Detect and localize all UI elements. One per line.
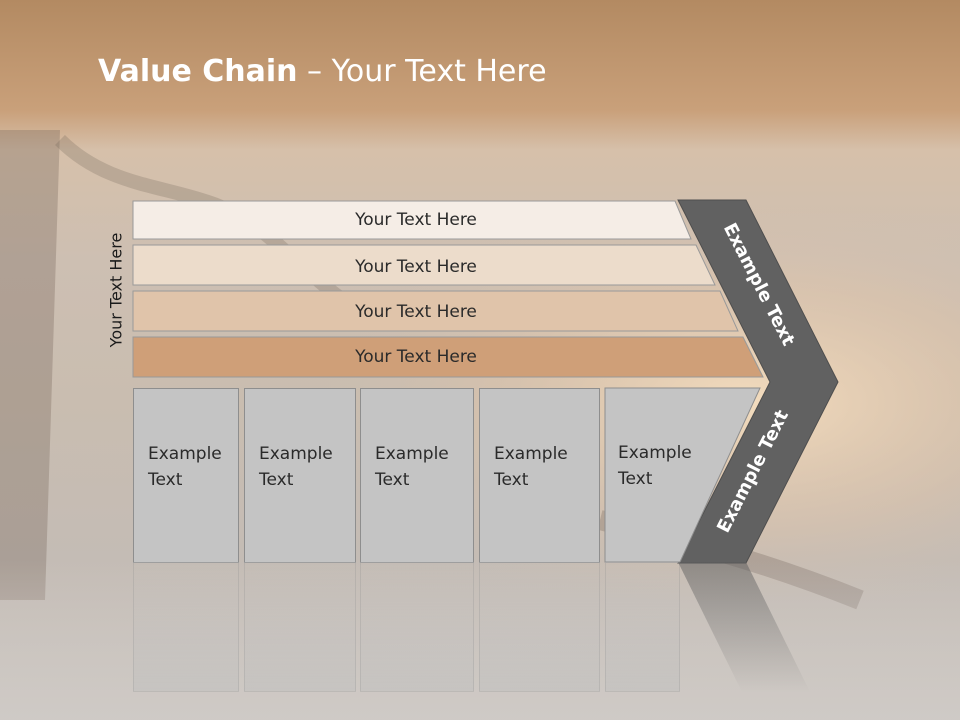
reflection-box-5 [605,562,680,692]
reflection-arrow [678,562,810,692]
row-label-4: Your Text Here [354,347,477,367]
reflection-box-4 [479,562,600,692]
reflection-box-1 [133,562,239,692]
row-band-4 [132,336,764,378]
title-bold: Value Chain [98,54,298,89]
row-band-3 [132,290,739,332]
title-rest: – Your Text Here [297,54,547,89]
row-label-1: Your Text Here [354,210,477,230]
reflection [0,562,960,720]
row-label-2: Your Text Here [354,257,477,277]
reflection-box-3 [360,562,474,692]
row-band-1 [132,200,692,240]
row-label-3: Your Text Here [354,302,477,322]
row-band-2 [132,244,716,286]
slide-title: Value Chain – Your Text Here [98,54,547,89]
reflection-box-2 [244,562,356,692]
